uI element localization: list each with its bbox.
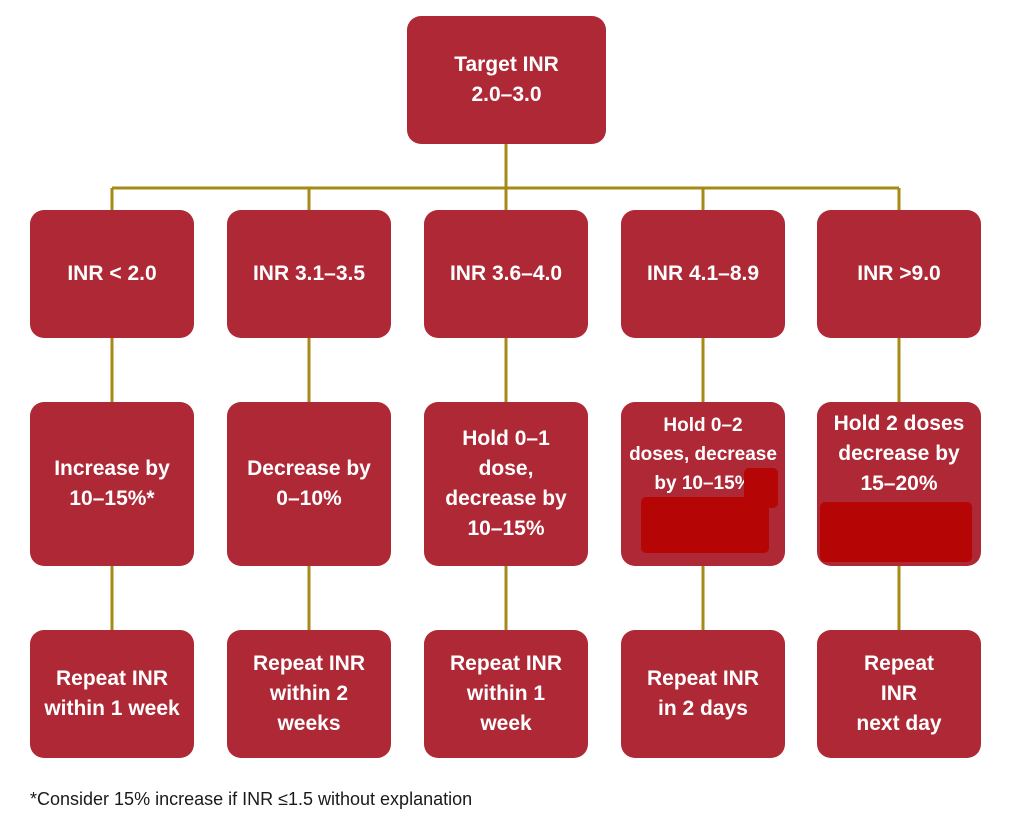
range-box-inr-4.1-8.9: INR 4.1–8.9 — [621, 210, 785, 338]
followup-box-1-week: Repeat INR within 1 week — [30, 630, 194, 758]
target-inr-box: Target INR 2.0–3.0 — [407, 16, 606, 144]
action-box-decrease: Decrease by 0–10% — [227, 402, 391, 566]
followup-box-1-week-b: Repeat INR within 1 week — [424, 630, 588, 758]
range-box-inr-3.6-4.0: INR 3.6–4.0 — [424, 210, 588, 338]
action-text-hold-2: Hold 2 doses decrease by 15–20% — [833, 412, 965, 495]
followup-box-2-days: Repeat INR in 2 days — [621, 630, 785, 758]
followup-box-next-day: Repeat INR next day — [817, 630, 981, 758]
action-box-increase: Increase by 10–15%* — [30, 402, 194, 566]
footnote: *Consider 15% increase if INR ≤1.5 witho… — [30, 789, 473, 809]
action-text-hold-0-2: Hold 0–2 doses, decrease by 10–15% — [629, 414, 777, 494]
followup-box-2-weeks: Repeat INR within 2 weeks — [227, 630, 391, 758]
action-box-hold-0-1: Hold 0–1 dose, decrease by 10–15% — [424, 402, 588, 566]
range-box-inr-above-9: INR >9.0 — [817, 210, 981, 338]
redaction-mark — [820, 502, 972, 562]
redaction-mark — [641, 497, 769, 553]
range-box-inr-below-2: INR < 2.0 — [30, 210, 194, 338]
range-box-inr-3.1-3.5: INR 3.1–3.5 — [227, 210, 391, 338]
